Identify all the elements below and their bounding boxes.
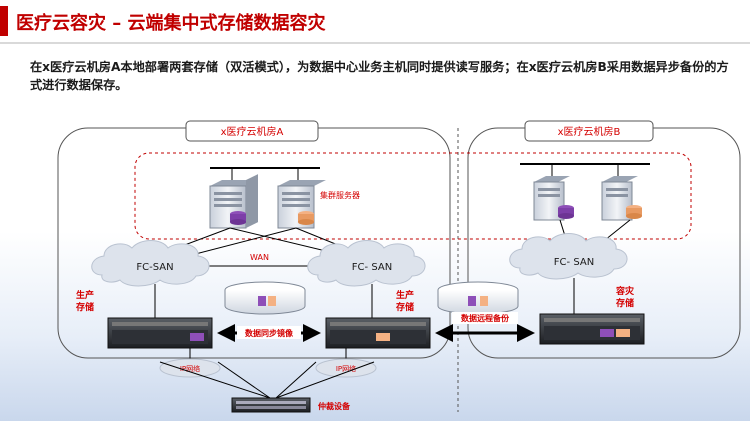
prod-storage-left-l1: 生产	[76, 289, 94, 301]
arbitration-device	[231, 397, 311, 413]
fc-san-cloud-mid: FC- SAN	[307, 240, 426, 287]
site-b-label: x医疗云机房B	[558, 125, 621, 138]
remote-backup-label: 数据远程备份	[461, 313, 510, 323]
title-divider	[0, 42, 750, 44]
wan-label: WAN	[250, 253, 269, 262]
site-a-label: x医疗云机房A	[221, 125, 284, 138]
fc-san-cloud-right: FC- SAN	[509, 233, 628, 280]
cluster-boundary	[134, 152, 692, 240]
description-text: 在x医疗云机房A本地部署两套存储（双活模式），为数据中心业务主机同时提供读写服务…	[30, 60, 729, 92]
mirror-volume	[224, 281, 306, 315]
prod-storage-mid-l2: 存储	[396, 301, 414, 313]
cluster-server-label: 集群服务器	[320, 190, 360, 200]
dr-storage-l2: 存储	[616, 297, 634, 309]
site-a-label-box	[185, 120, 319, 142]
svg-text:IP网络: IP网络	[180, 364, 200, 373]
svg-text:FC- SAN: FC- SAN	[352, 262, 392, 273]
ip-network-right: IP网络	[315, 358, 377, 378]
site-b-label-box	[524, 120, 654, 142]
svg-text:IP网络: IP网络	[336, 364, 356, 373]
fc-san-cloud-left: FC-SAN	[91, 240, 210, 287]
arbitration-label: 仲裁设备	[318, 401, 351, 411]
server-b1	[533, 176, 574, 221]
server-a1	[209, 174, 258, 229]
server-a2	[277, 180, 326, 229]
prod-storage-left-l2: 存储	[76, 301, 94, 313]
remote-volume	[437, 281, 519, 315]
svg-text:FC- SAN: FC- SAN	[554, 257, 594, 268]
server-b2	[601, 176, 642, 221]
prod-storage-mid-l1: 生产	[396, 289, 414, 301]
title-bar: 医疗云容灾 – 云端集中式存储数据容灾	[0, 0, 750, 42]
sync-mirror-label: 数据同步镜像	[245, 328, 294, 338]
title-accent-bar	[0, 6, 8, 36]
storage-array-mid	[325, 317, 431, 349]
storage-array-right	[539, 313, 645, 345]
dr-storage-l1: 容灾	[615, 285, 635, 297]
page-title: 医疗云容灾 – 云端集中式存储数据容灾	[16, 13, 326, 34]
ip-network-left: IP网络	[159, 358, 221, 378]
svg-text:FC-SAN: FC-SAN	[136, 262, 173, 273]
storage-array-left	[107, 317, 213, 349]
